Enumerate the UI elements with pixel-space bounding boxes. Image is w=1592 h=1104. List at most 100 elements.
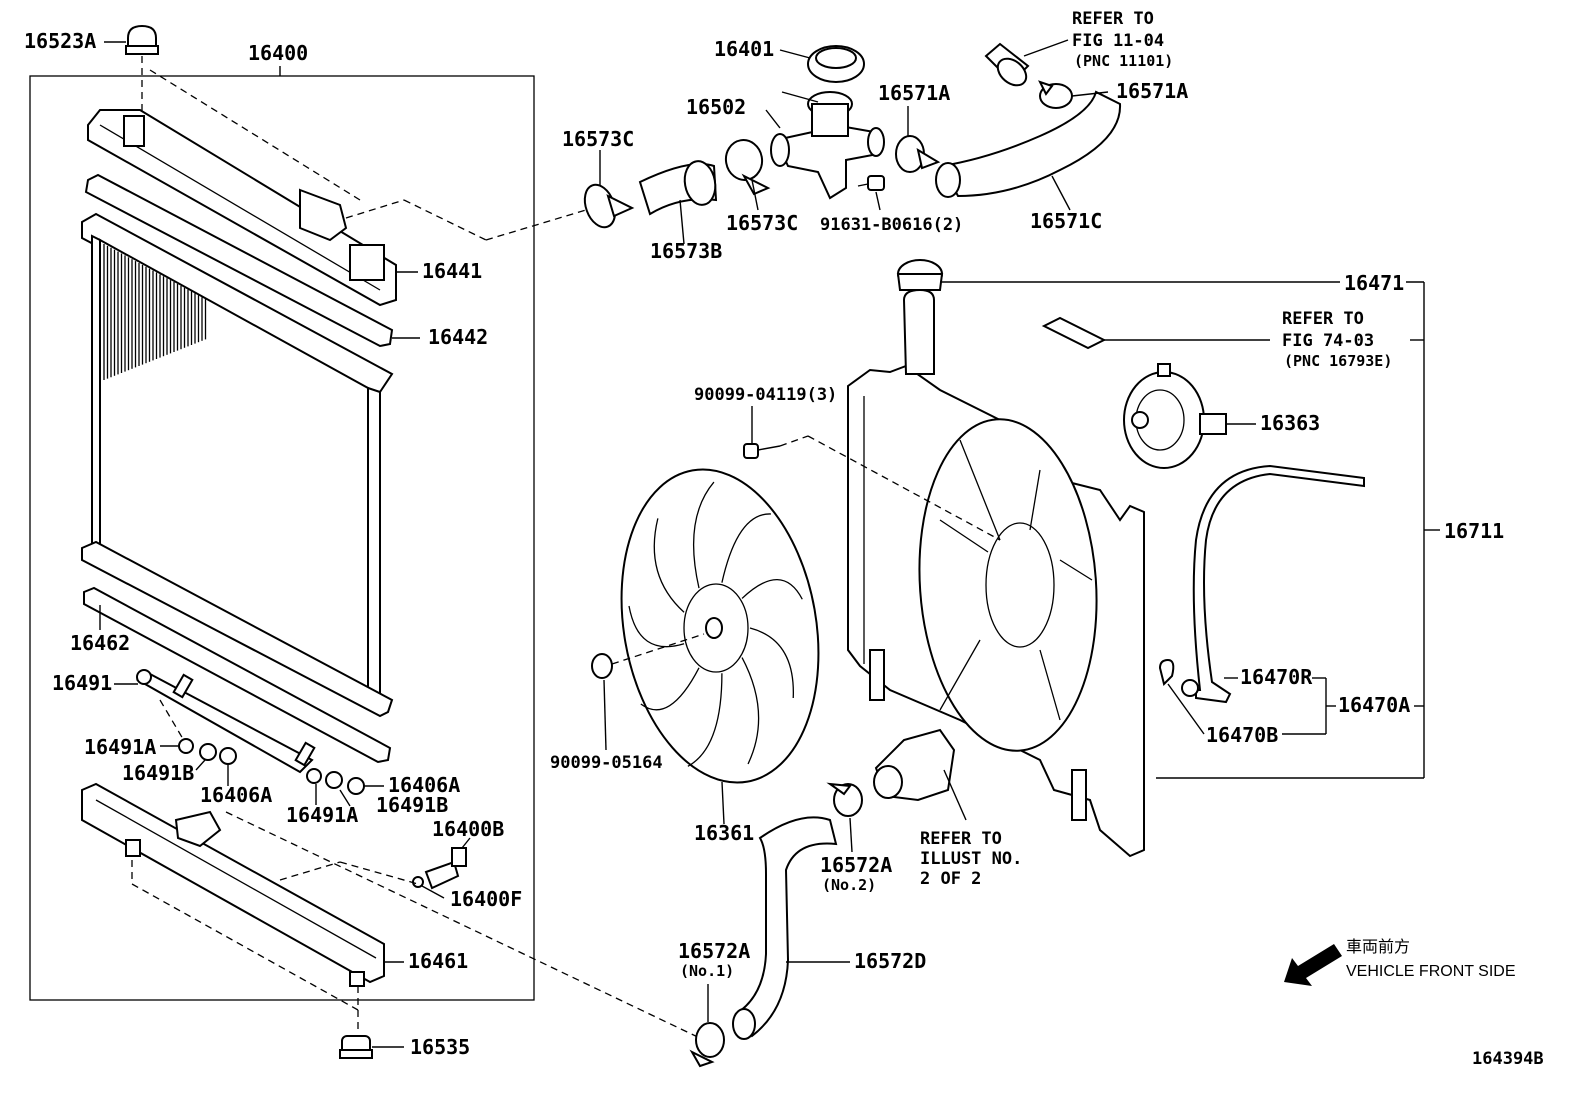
label-16441: 16441 [422,259,482,283]
radiator-upper-tank [87,109,397,307]
label-16711: 16711 [1444,519,1504,543]
bolt-91631 [857,175,885,191]
label-16572A-no1: 16572A [678,939,750,963]
radiator-cap [807,45,865,83]
label-16491A: 16491A [84,735,156,759]
label-90099-04119: 90099-04119(3) [694,385,837,405]
label-16573B: 16573B [650,239,722,263]
bolt-90099-04119 [743,443,781,459]
label-16406A: 16406A [200,783,272,807]
fan-blade [741,657,760,765]
fan-blade [721,513,771,583]
front-direction-arrow-icon [1284,944,1342,986]
label-16470B: 16470B [1206,723,1278,747]
label-16400: 16400 [248,41,308,65]
label-91631: 91631-B0616(2) [820,215,963,235]
radiator-drain-cap-top [125,24,159,55]
water-inlet-pipe [984,42,1030,87]
radiator-core [81,212,394,718]
radiator-drain-cap-bottom [339,1035,373,1059]
label-16572D: 16572D [854,949,926,973]
o-ring-16491A [178,738,194,754]
radiator-hose-16572D [732,816,838,1040]
label-16502: 16502 [686,95,746,119]
label-16363: 16363 [1260,411,1320,435]
nut-90099-05164 [591,653,613,679]
label-16491B-2: 16491B [376,793,448,817]
hose-clamp-16572A-1 [689,1022,725,1068]
fan-motor [1123,363,1227,469]
fan-blade [628,605,685,648]
label-16523A: 16523A [24,29,96,53]
label-16401: 16401 [714,37,774,61]
label-16461: 16461 [408,949,468,973]
fan-shroud [847,288,1145,858]
fan-blade [749,627,794,699]
hose-clamp-16572A-2 [826,782,863,817]
label-90099-05164: 90099-05164 [550,753,663,773]
label-16573C: 16573C [562,127,634,151]
ref-fig-74-03-line1: REFER TO [1282,309,1364,329]
ref-fig-11-04-line1: REFER TO [1072,9,1154,29]
label-16471: 16471 [1344,271,1404,295]
label-16571A: 16571A [878,81,950,105]
label-16361: 16361 [694,821,754,845]
ref-illust-line2: ILLUST NO. [920,849,1022,869]
label-16470A: 16470A [1338,693,1410,717]
ref-fig-11-04-line3: (PNC 11101) [1074,52,1173,70]
label-16571A-2: 16571A [1116,79,1188,103]
fan-blade [653,518,685,613]
ref-fig-74-03-line2: FIG 74-03 [1282,331,1374,351]
label-16571C: 16571C [1030,209,1102,233]
label-16572A-no2-note: (No.2) [822,876,876,894]
label-16442: 16442 [428,325,488,349]
radiator-lower-tank [81,782,385,987]
label-16572A-no1-note: (No.1) [680,962,734,980]
drain-cock-plug [412,847,467,890]
lower-tank-gasket [83,586,392,764]
label-16406A-2: 16406A [388,773,460,797]
fan-blade [741,578,803,600]
label-plate-icon [1041,316,1107,350]
label-16535: 16535 [410,1035,470,1059]
ref-fig-11-04-line2: FIG 11-04 [1072,31,1164,51]
hose-clamp-16573C-2 [724,139,771,196]
water-outlet [873,728,956,802]
figure-code: 164394B [1472,1049,1544,1069]
fan-blade [640,667,700,711]
oil-cooler-pipe [135,669,316,774]
label-16572A-no2: 16572A [820,853,892,877]
o-ring-16491A-2 [306,768,322,784]
ref-illust-line1: REFER TO [920,829,1002,849]
fan-blade [687,673,723,767]
hose-clamp-16571A-1 [895,135,941,173]
label-16462: 16462 [70,631,130,655]
reservoir-cap [896,259,944,291]
radiator-assembly-frame [29,75,535,1001]
washer-16491B [199,743,217,761]
radiator-hose-16573B [638,160,718,216]
radiator-filler-neck [770,91,885,200]
label-16491A-2: 16491A [286,803,358,827]
label-16400F: 16400F [450,887,522,911]
radiator-hose-16571C [935,90,1122,198]
direction-note-english: VEHICLE FRONT SIDE [1346,963,1516,980]
hose-clamp-16571A-2 [1038,80,1073,109]
overflow-hose [1181,464,1365,704]
hose-clip-16470B [1158,658,1175,686]
ref-illust-line3: 2 OF 2 [920,869,981,889]
cooling-fan [620,468,820,784]
direction-note-japanese: 車両前方 [1346,938,1410,956]
hose-clamp-16573C-1 [583,183,635,229]
gasket-16406A [219,747,237,765]
upper-tank-gasket [84,173,394,348]
label-16573C-2: 16573C [726,211,798,235]
label-16491B: 16491B [122,761,194,785]
washer-16491B-2 [325,771,343,789]
label-16470R: 16470R [1240,665,1313,689]
label-16491: 16491 [52,671,112,695]
gasket-16406A-2 [347,777,365,795]
label-16400B: 16400B [432,817,504,841]
ref-fig-74-03-line3: (PNC 16793E) [1284,352,1392,370]
